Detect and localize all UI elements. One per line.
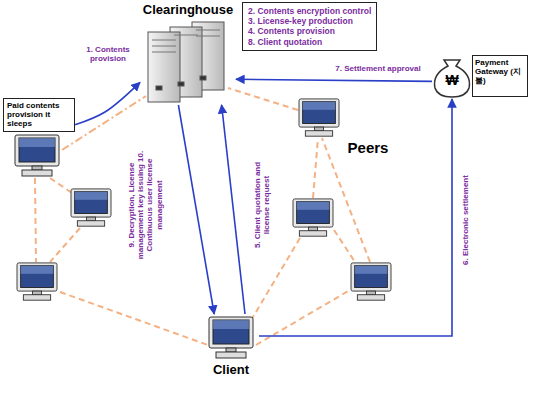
group-label: Peers [348, 139, 389, 156]
server-slots [152, 30, 220, 52]
server-tower [148, 32, 180, 102]
flow-arrow [75, 82, 140, 125]
peer-link [334, 230, 355, 262]
node-text: 3. License-key production [248, 16, 371, 26]
server-node: Clearinghouse [140, 2, 236, 105]
edge-label: 7. Settlement approval [334, 64, 421, 73]
server-light [156, 86, 162, 90]
node-text: Payment Gateway (지불) [472, 55, 528, 97]
peer-link [60, 292, 208, 345]
edge-label: 6. Electronic settlement [461, 154, 470, 286]
peer-link [228, 88, 298, 110]
server-light [200, 76, 206, 80]
node-text: Paid contents provision it sleeps [7, 101, 71, 129]
client-node: Client [203, 314, 259, 377]
computer-icon [293, 199, 333, 236]
peer-link [50, 228, 80, 262]
peer-link [35, 178, 36, 262]
money-bag-icon [435, 60, 470, 97]
server-icon [148, 22, 224, 102]
node-text: 2. Contents encryption control [248, 6, 371, 16]
edge-label: 1. Contents provision [78, 45, 138, 63]
computer-icon [17, 263, 57, 300]
currency-symbol: ₩ [445, 72, 458, 88]
peer-link [313, 138, 318, 198]
computer-icon [299, 99, 339, 136]
node-text: Clearinghouse [140, 2, 236, 17]
server-light [178, 82, 184, 86]
process-box: 2. Contents encryption control3. License… [242, 2, 377, 51]
flow-arrow [222, 105, 245, 314]
flow-arrow [236, 79, 432, 81]
peer-links [35, 88, 370, 345]
computer-icon [351, 263, 391, 300]
node-text: 8. Client quotation [248, 37, 371, 47]
node-text: Client [203, 362, 259, 377]
edge-label: 5. Client quotation and license request [253, 154, 271, 256]
flow-arrow [178, 105, 214, 314]
computer-icon [209, 317, 253, 358]
provider-box: Paid contents provision it sleeps [3, 98, 75, 132]
computer-icon [15, 135, 59, 176]
edge-label: 9. Decryption, License management key is… [127, 144, 164, 266]
computer-icon [71, 189, 111, 226]
flow-arrow [259, 99, 452, 336]
node-text: 4. Contents provision [248, 26, 371, 36]
